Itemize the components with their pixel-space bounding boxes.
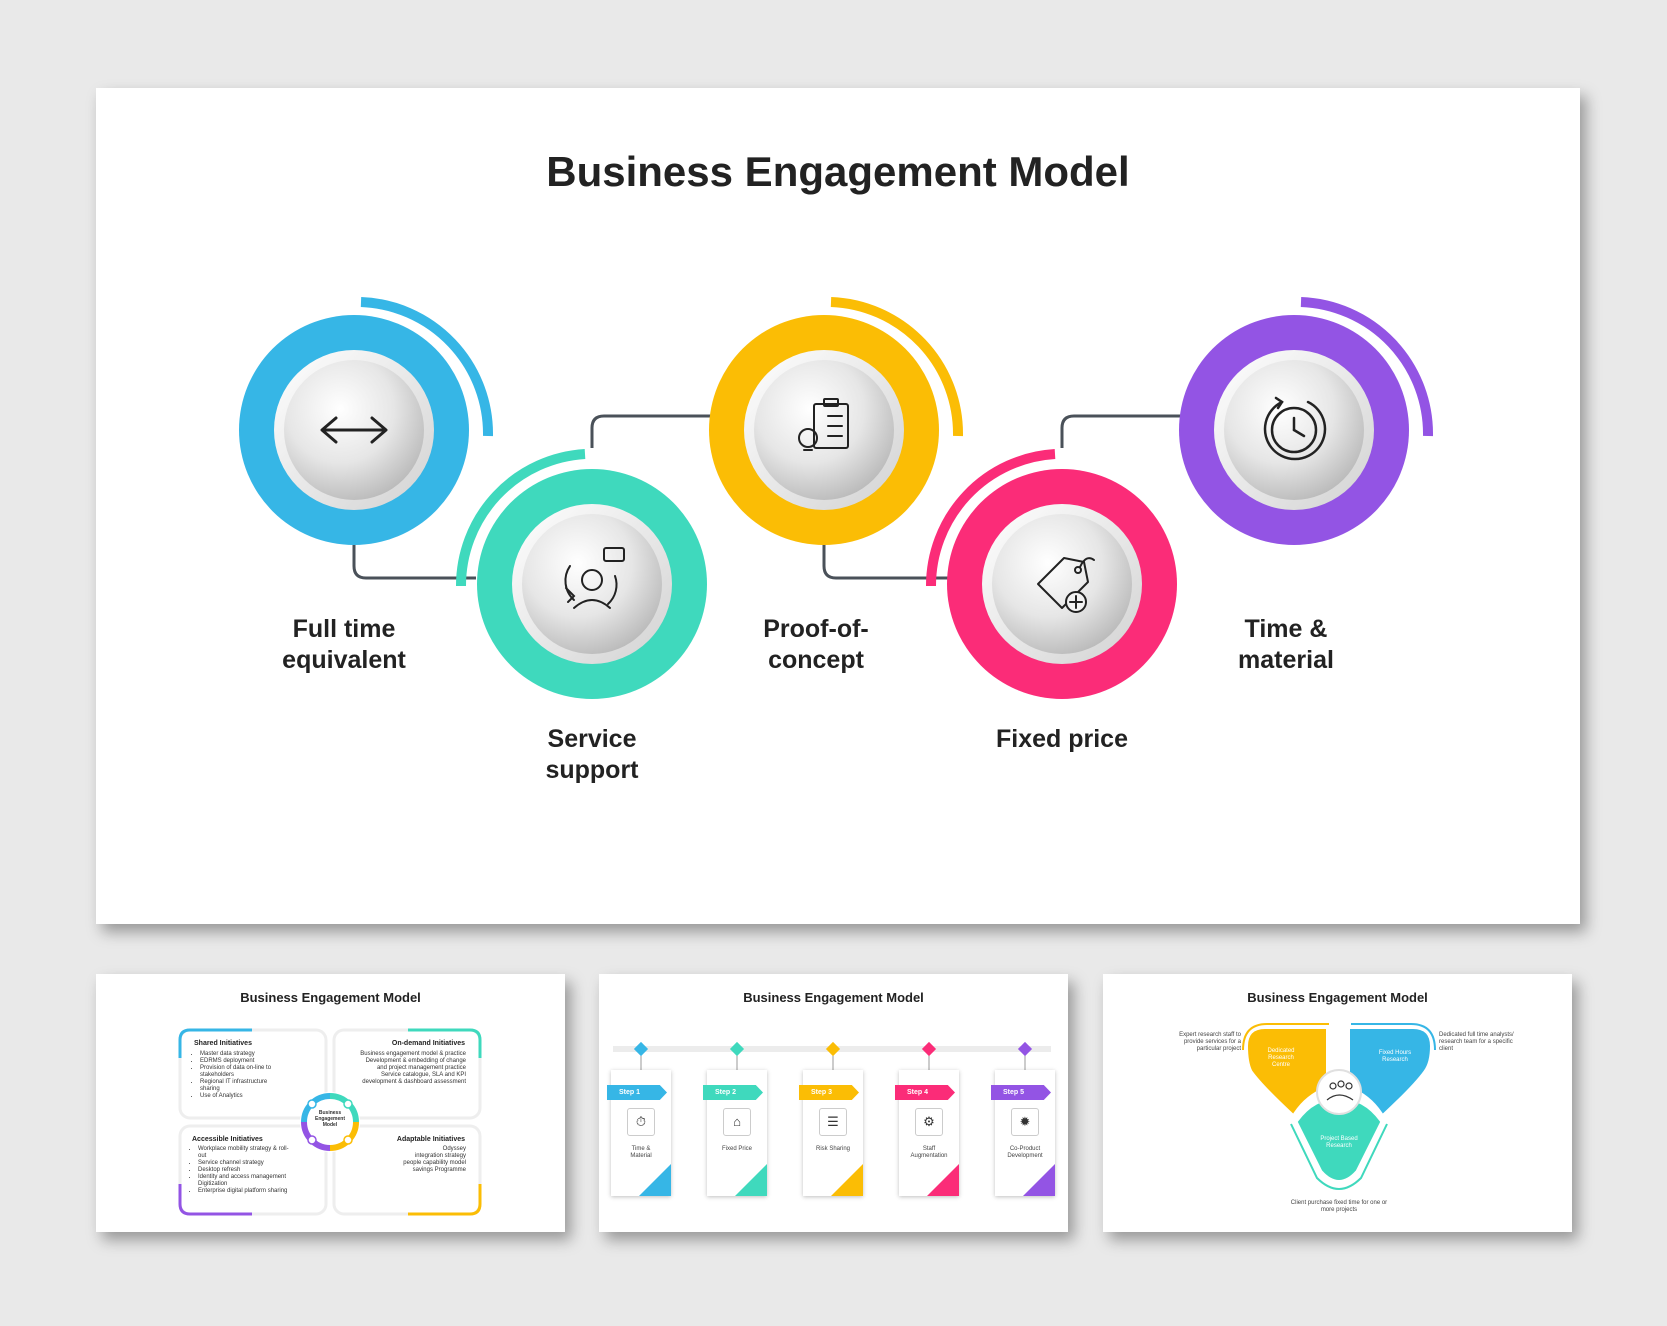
step-label: Co-Product Development <box>1007 1146 1043 1159</box>
idea-checklist-icon <box>798 398 849 451</box>
stage-circle-proof-of-concept <box>709 297 964 545</box>
segment-label: Project Based Research <box>1320 1136 1358 1149</box>
stage-label-full-time-equivalent: Full time equivalent <box>282 615 406 674</box>
stage-circle-full-time-equivalent <box>239 297 494 545</box>
center-label: Business Engagement Model <box>314 1110 345 1128</box>
thumbnail-slide-2[interactable]: Business Engagement Model ⏱ Time & Mater… <box>599 974 1068 1232</box>
step-tab: Step 5 <box>991 1085 1051 1100</box>
connector-2-3 <box>590 414 712 448</box>
stage-circle-fixed-price <box>925 449 1177 699</box>
step-label: Risk Sharing <box>815 1146 850 1152</box>
quadrant-list: Workplace mobility strategy & roll-out S… <box>190 1146 294 1195</box>
connector-3-4 <box>822 518 948 580</box>
list-item: integration strategy <box>414 1153 466 1159</box>
quadrant-list: Odyssey integration strategy people capa… <box>358 1146 466 1174</box>
quadrant-heading: Accessible Initiatives <box>192 1136 263 1143</box>
list-item: Provision of data on-line to stakeholder… <box>200 1065 288 1079</box>
step-label: Fixed Price <box>721 1146 752 1152</box>
main-slide: Business Engagement Model <box>96 88 1580 924</box>
segment-note: Dedicated full time analysts/ research t… <box>1439 1032 1514 1052</box>
stage-circle-time-and-material <box>1179 297 1434 545</box>
list-item: Regional IT infrastructure sharing <box>200 1079 288 1093</box>
stage-circle-service-support <box>455 449 707 699</box>
slide-title: Business Engagement Model <box>546 148 1130 195</box>
step-corner-accent <box>927 1164 959 1196</box>
thumbnail-title: Business Engagement Model <box>1247 990 1428 1005</box>
list-item: Identity and access management Digitizat… <box>198 1174 294 1188</box>
arc-accent <box>830 297 964 437</box>
arc-accent <box>360 297 494 437</box>
connector-4-5 <box>1060 414 1186 448</box>
list-item: Odyssey <box>442 1146 466 1152</box>
thumbnail-title: Business Engagement Model <box>743 990 924 1005</box>
segment-fixed-hours-research <box>1350 1029 1431 1114</box>
quadrant-list: Business engagement model & practice Dev… <box>358 1051 466 1086</box>
cycle-diagram <box>1242 1023 1436 1190</box>
list-item: Master data strategy <box>200 1051 288 1058</box>
arc-accent <box>925 449 1056 587</box>
timeline-marker <box>729 1041 745 1070</box>
connector-1-2 <box>352 518 476 580</box>
thumbnail-slide-1[interactable]: Business Engagement Model Business Engag… <box>96 974 565 1232</box>
stage-label-proof-of-concept: Proof-of- concept <box>763 615 869 674</box>
quadrant-heading: On-demand Initiatives <box>391 1040 465 1047</box>
stage-label-time-and-material: Time & material <box>1238 615 1334 674</box>
segment-note: Expert research staff to provide service… <box>1179 1032 1241 1052</box>
risk-checklist-icon: ☰ <box>819 1108 847 1136</box>
step-tab: Step 2 <box>703 1085 763 1100</box>
step-label: Staff Augmentation <box>910 1146 948 1159</box>
step-corner-accent <box>639 1164 671 1196</box>
quadrant-list: Master data strategy EDRMS deployment Pr… <box>192 1051 288 1100</box>
quadrant-heading: Shared Initiatives <box>194 1040 252 1047</box>
timeline-marker <box>633 1041 649 1070</box>
list-item: Service catalogue, SLA and KPI developme… <box>362 1072 466 1085</box>
stopwatch-icon <box>1263 396 1327 461</box>
thumbnail-slide-3[interactable]: Business Engagement Model Dedicated Rese… <box>1103 974 1572 1232</box>
step-corner-accent <box>1023 1164 1055 1196</box>
segment-project-based-research <box>1297 1098 1381 1180</box>
stage-label-fixed-price: Fixed price <box>996 725 1128 753</box>
price-tag-icon <box>1037 557 1095 613</box>
timeline-marker <box>825 1041 841 1070</box>
timeline-marker <box>1017 1041 1033 1070</box>
gear-bulb-icon: ✹ <box>1011 1108 1039 1136</box>
list-item: people capability model <box>403 1160 466 1166</box>
segment-dedicated-research-centre <box>1247 1029 1326 1114</box>
thumbnail-title: Business Engagement Model <box>240 990 421 1005</box>
arc-accent <box>455 449 586 587</box>
list-item: Development & embedding of change and pr… <box>365 1058 466 1071</box>
list-item: Use of Analytics <box>200 1093 288 1100</box>
engagement-diagram <box>239 297 1434 699</box>
step-tab: Step 1 <box>607 1085 667 1100</box>
stopwatch-icon: ⏱ <box>627 1108 655 1136</box>
step-corner-accent <box>735 1164 767 1196</box>
quadrant-heading: Adaptable Initiatives <box>396 1136 465 1143</box>
list-item: Workplace mobility strategy & roll-out <box>198 1146 294 1160</box>
stage-label-service-support: Service support <box>545 725 639 784</box>
step-tab: Step 4 <box>895 1085 955 1100</box>
double-arrow-icon <box>320 416 388 444</box>
list-item: Business engagement model & practice <box>360 1051 466 1057</box>
team-icon: ⚙ <box>915 1108 943 1136</box>
segment-label: Fixed Hours Research <box>1378 1050 1412 1063</box>
list-item: Enterprise digital platform sharing <box>198 1188 294 1195</box>
steps-timeline <box>613 1041 1051 1070</box>
segment-label: Dedicated Research Centre <box>1267 1048 1295 1068</box>
step-tab: Step 3 <box>799 1085 859 1100</box>
list-item: savings Programme <box>412 1167 466 1173</box>
customer-support-icon <box>564 547 625 609</box>
step-label: Time & Material <box>630 1146 652 1159</box>
step-corner-accent <box>831 1164 863 1196</box>
segment-note: Client purchase fixed time for one or mo… <box>1290 1200 1388 1213</box>
timeline-marker <box>921 1041 937 1070</box>
list-item: EDRMS deployment <box>200 1058 288 1065</box>
team-hands-icon <box>1326 1080 1354 1101</box>
arc-accent <box>1300 297 1434 437</box>
list-item: Desktop refresh <box>198 1167 294 1174</box>
quadrant-diagram <box>178 1028 482 1216</box>
price-tag-icon: ⌂ <box>723 1108 751 1136</box>
list-item: Service channel strategy <box>198 1160 294 1167</box>
